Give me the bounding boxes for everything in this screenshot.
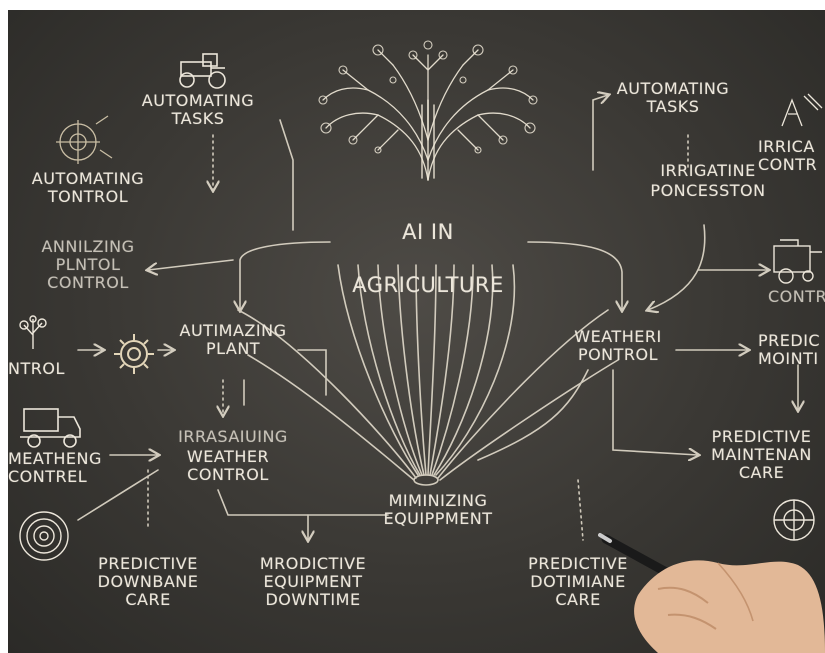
node-far-right-control: CONTR <box>768 287 825 306</box>
node-left-weather: WEATHER CONTROL <box>186 447 270 484</box>
node-right-irrigate-a: IRRIGATINE <box>660 161 756 180</box>
node-left-analyzing: ANNILZING PLNTOL CONTROL <box>41 237 135 292</box>
chalkboard: AI IN AGRICULTURE AUTOMATING TASKS AUTOM… <box>8 10 825 653</box>
node-far-right-irrigation: IRRICA CONTR <box>758 137 818 174</box>
machine-icon <box>773 499 815 541</box>
gear-icon <box>56 115 113 164</box>
title-line-2: AGRICULTURE <box>352 272 504 297</box>
hand-with-pen-icon <box>598 533 825 653</box>
truck-icon <box>20 408 81 448</box>
gear-icon <box>114 334 154 374</box>
target-icon <box>19 511 69 561</box>
node-left-weather-overwrite: IRRASAIUING <box>178 427 288 446</box>
title-line-1: AI IN <box>402 220 454 245</box>
node-far-right-predictive: PREDIC MOINTI <box>758 331 821 368</box>
node-bottom-right-predictive: PREDICTIVE DOTIMIANE CARE <box>528 554 628 609</box>
tractor-icon <box>179 53 226 89</box>
node-far-left-weather: MEATHENG CONTREL <box>8 449 102 486</box>
connector-lines <box>77 40 825 653</box>
node-top-left-tasks: AUTOMATING TASKS <box>141 91 255 128</box>
node-far-left: NTROL <box>8 359 65 378</box>
node-right-maintenance: PREDICTIVE MAINTENAN CARE <box>711 427 812 482</box>
node-left-plant: AUTIMAZING PLANT <box>179 321 287 358</box>
node-right-weather: WEATHERI PONTROL <box>574 327 662 364</box>
node-top-right-tasks: AUTOMATING TASKS <box>616 79 730 116</box>
node-bottom-center: MIMINIZING EQUIPPMENT <box>383 491 493 528</box>
page-title: AI IN AGRICULTURE <box>328 193 528 298</box>
node-bottom-mid-left: MRODICTIVE EQUIPMENT DOWNTIME <box>259 554 367 609</box>
node-left-control: AUTOMATING TONTROL <box>31 169 145 206</box>
node-bottom-left-predictive: PREDICTIVE DOWNBANE CARE <box>97 554 199 609</box>
node-right-irrigate-b: PONCESSTON <box>650 181 766 200</box>
machine-icon <box>781 93 823 127</box>
machine-icon <box>773 239 822 284</box>
tree-icon <box>19 315 47 349</box>
